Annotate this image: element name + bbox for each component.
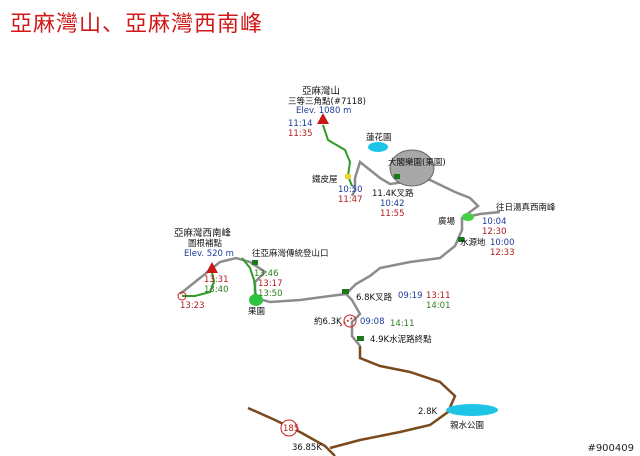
marker-6-8k [342, 289, 349, 294]
access-road [329, 346, 457, 450]
main-route [179, 159, 501, 347]
sw-peak-elev: Elev. 520 m [184, 249, 234, 259]
marker-trail-mouth [252, 260, 258, 265]
to-rijing-label: 往日湯真西南峰 [496, 202, 556, 213]
lotus-pond-label: 蓮花園 [366, 132, 392, 143]
km2-8-label: 2.8K [418, 407, 438, 417]
sw-peak-time-1: 13:31 [204, 275, 229, 285]
marker-sw-low-icon [177, 291, 187, 301]
water-time-1: 10:00 [490, 238, 515, 248]
main-peak-sub: 三等三角點(#7118) [288, 96, 366, 107]
water-label: 水源地 [460, 237, 486, 248]
small-orchard-label: 果園 [248, 307, 265, 317]
route-185-marker-icon [280, 419, 298, 437]
park-label: 親水公園 [450, 420, 484, 431]
park-pond-icon [446, 404, 498, 416]
main-peak-time-1: 11:14 [288, 119, 313, 129]
km36-label: 36.85K [292, 443, 322, 453]
orchard-label: 大閣樂園(果園) [388, 157, 446, 168]
sw-peak-triangle-icon [206, 262, 218, 273]
lotus-pond-icon [368, 142, 388, 152]
orchard-area [389, 149, 435, 187]
route-185-label: 185 [283, 424, 299, 434]
orchard-green-icon [462, 213, 474, 221]
marker-iron-hut [345, 174, 351, 179]
road-185 [247, 406, 336, 456]
sw-peak-name: 亞麻灣西南峰 [174, 227, 232, 239]
main-peak-time-2: 11:35 [288, 129, 313, 139]
radio-time-2: 12:30 [482, 227, 507, 237]
fork-6-8-time-1: 09:19 [398, 291, 423, 301]
watermark: #900409 [587, 443, 634, 454]
fork-11-4-time-1: 10:42 [380, 199, 405, 209]
sw-peak-time-2: 13:40 [204, 285, 229, 295]
fork-6-8-label: 6.8K叉路 [356, 292, 393, 303]
sw-peak-sub: 圖根補點 [188, 238, 223, 249]
km6-3-label: 約6.3K [314, 316, 342, 327]
main-peak-name: 亞麻灣山 [302, 85, 340, 97]
trail-mouth-time-3: 13:50 [258, 289, 283, 299]
trail-mouth-time-1: 13:46 [254, 269, 279, 279]
main-peak-elev: Elev. 1080 m [296, 106, 351, 116]
marker-km6-3-icon [343, 314, 357, 328]
km6-3-time-1: 09:08 [360, 317, 385, 327]
iron-hut-time-2: 11:47 [338, 195, 363, 205]
radio-time-1: 10:04 [482, 217, 507, 227]
km6-3-time-2: 14:11 [390, 319, 415, 329]
main-peak-triangle-icon [317, 113, 329, 124]
marker-11-4k [394, 174, 400, 179]
fork-11-4-label: 11.4K叉路 [372, 188, 414, 199]
trail-mouth-label: 往亞麻灣傳統登山口 [252, 248, 329, 259]
map-title: 亞麻灣山、亞麻灣西南峰 [10, 12, 264, 37]
green-route-sw [182, 257, 257, 297]
sw-low-time: 13:23 [180, 301, 205, 311]
water-time-2: 12:33 [490, 248, 515, 258]
red-dashed-route [339, 317, 353, 327]
small-orchard-icon [249, 294, 263, 306]
marker-4-9k [357, 336, 364, 341]
radio-label: 廣場 [438, 216, 456, 227]
fork-11-4-time-2: 11:55 [380, 209, 405, 219]
iron-hut-label: 鐵皮屋 [312, 174, 338, 185]
trail-mouth-time-2: 13:17 [258, 279, 283, 289]
marker-water [458, 237, 464, 242]
fork-6-8-time-2: 13:11 [426, 291, 451, 301]
km4-9-label: 4.9K水泥路終點 [370, 334, 432, 345]
iron-hut-time-1: 10:50 [338, 185, 363, 195]
fork-6-8-time-3: 14:01 [426, 301, 451, 311]
